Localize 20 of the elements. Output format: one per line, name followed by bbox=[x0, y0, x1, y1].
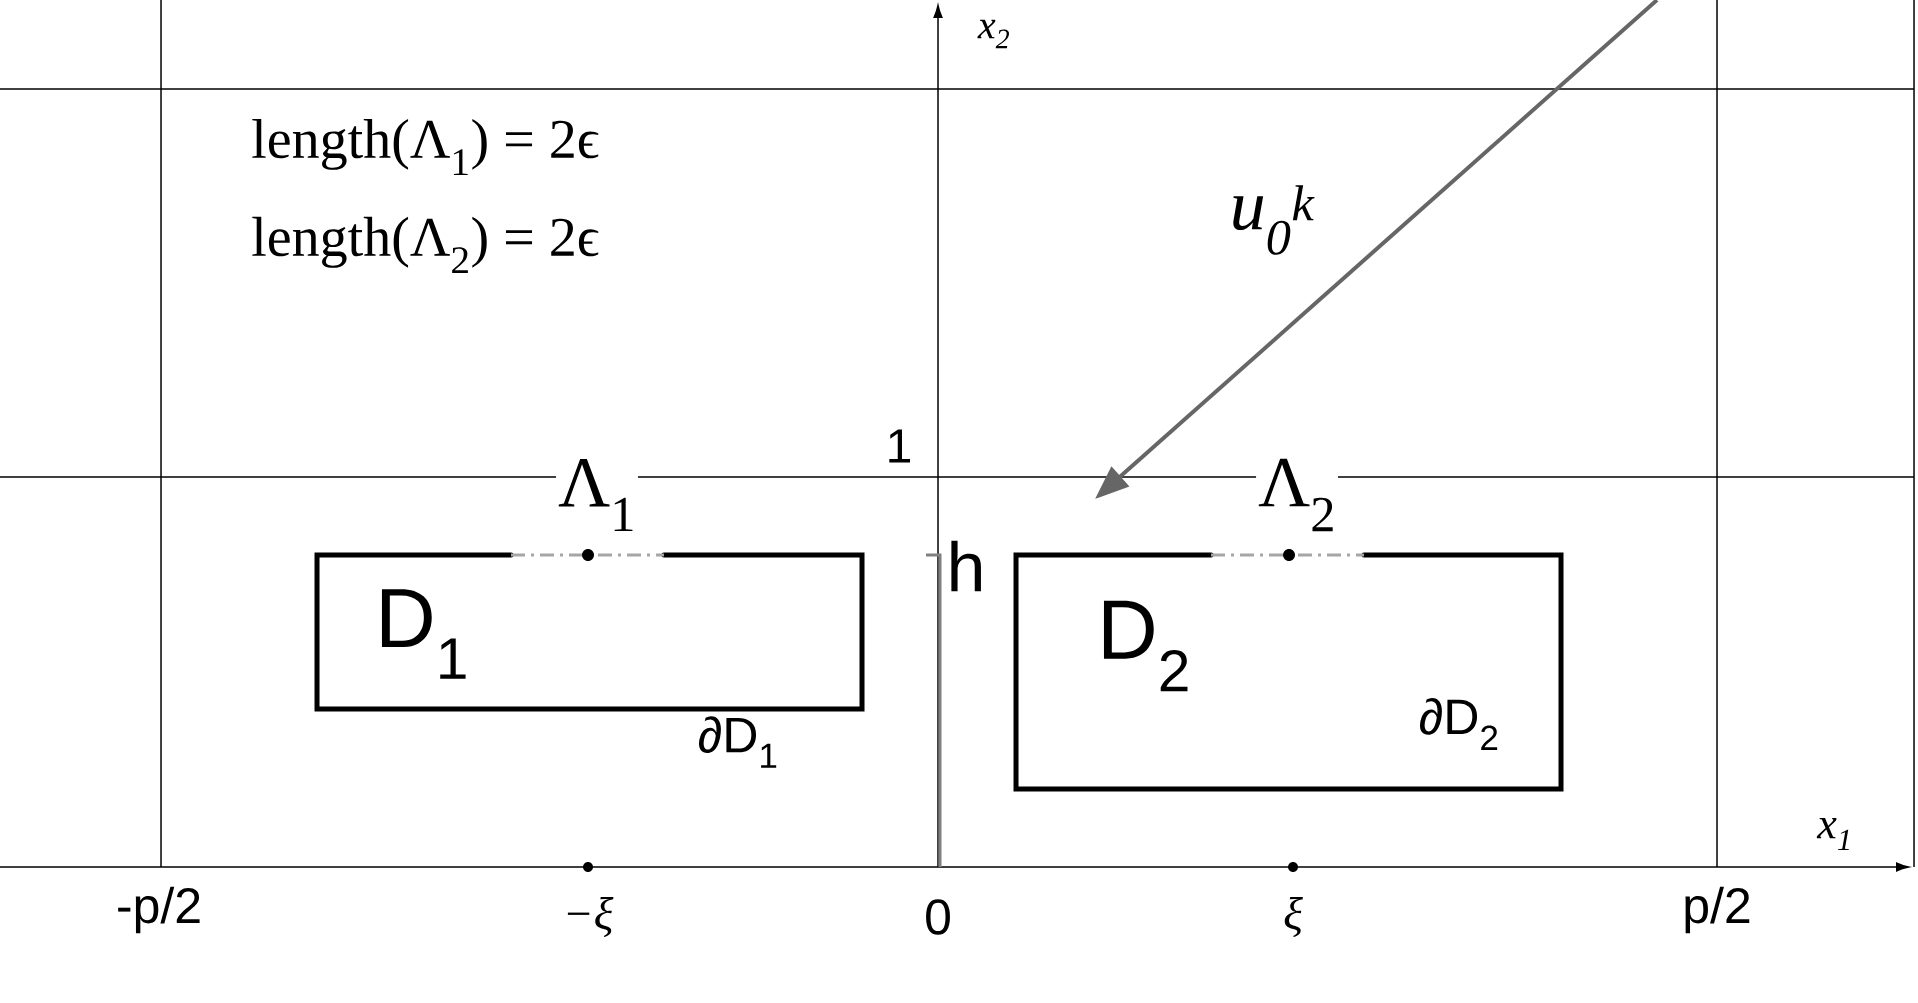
note-text: length(Λ$_{1}$) = 2ϵ bbox=[252, 118, 599, 176]
aperture-label: Λ$_{1}$ bbox=[556, 456, 638, 534]
node-label: D$_{2}$ bbox=[1103, 600, 1188, 692]
tick-label: 0 bbox=[926, 899, 950, 935]
axis-label: x$_{1}$ bbox=[1816, 818, 1849, 850]
domain-box: D$_{1}$ bbox=[314, 549, 865, 712]
tick-label: h bbox=[951, 540, 981, 592]
node-label: ∂D$_{2}$ bbox=[1419, 698, 1498, 750]
wave-label: u$_{0}$k bbox=[1233, 185, 1315, 255]
node-label: D$_{1}$ bbox=[381, 589, 466, 679]
tick-label: -p/2 bbox=[118, 886, 200, 934]
axis-label: x$_{2}$ bbox=[977, 19, 1009, 49]
tick-label: 1 bbox=[889, 429, 910, 463]
tick-label: −ξ bbox=[567, 896, 614, 938]
note-text: length(Λ$_{2}$) = 2ϵ bbox=[252, 216, 599, 274]
boundary-label: ∂D$_{1}$ bbox=[695, 714, 781, 770]
tick-label: p/2 bbox=[1685, 886, 1750, 934]
domain-box: D$_{2}$ ∂D$_{2}$ bbox=[1013, 549, 1564, 792]
aperture-label: Λ$_{2}$ bbox=[1256, 456, 1338, 534]
tick-label: ξ bbox=[1284, 896, 1303, 938]
